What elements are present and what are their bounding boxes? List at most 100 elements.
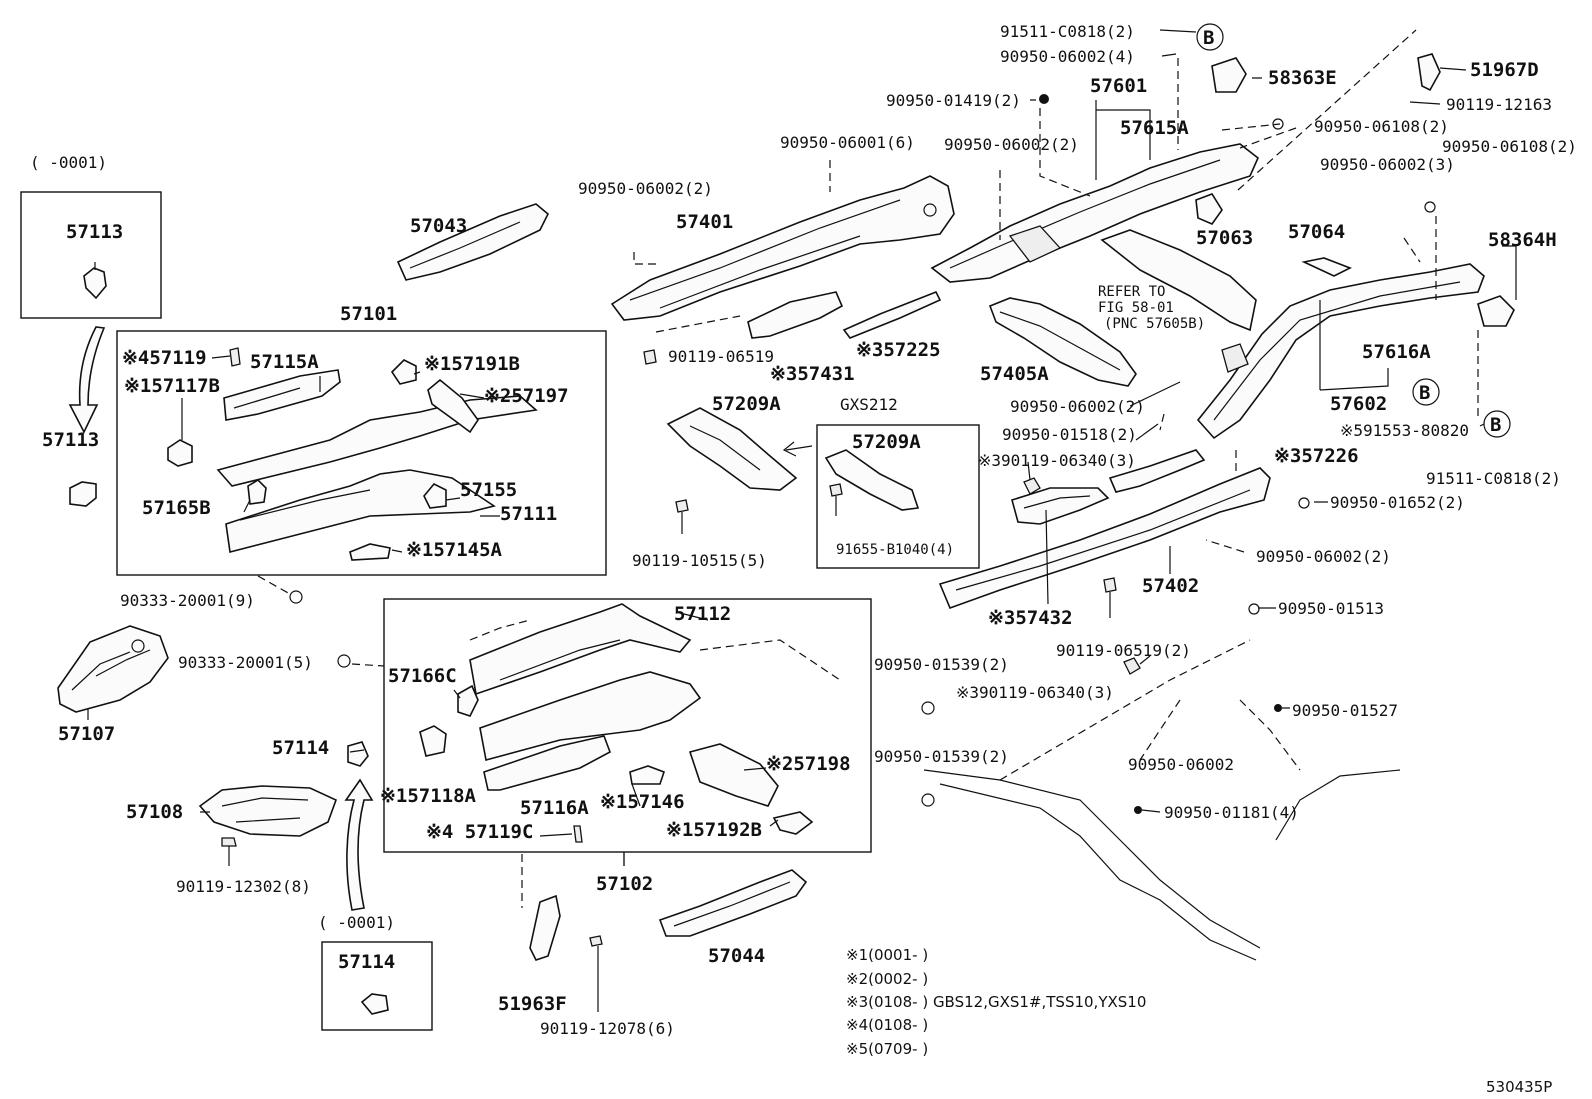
label-57044: 57044 xyxy=(708,945,765,967)
part-57115A-drawing xyxy=(223,369,341,421)
svg-text:B: B xyxy=(1203,27,1214,49)
label-57616A: 57616A xyxy=(1362,341,1431,363)
label-51963F: 51963F xyxy=(498,993,567,1015)
figure-code: 530435P xyxy=(1486,1078,1552,1096)
plug-90950-06108-a-icon xyxy=(1272,118,1284,130)
part-57044-drawing xyxy=(658,869,808,937)
label-90950-01419: 90950-01419(2) xyxy=(886,91,1021,110)
box-57114-inset xyxy=(321,941,433,1031)
callout-b-top: B xyxy=(1196,23,1224,51)
label-90119-06340-a: ※390119-06340(3) xyxy=(978,451,1136,470)
plug-90950-01513-icon xyxy=(1248,603,1260,615)
label-90950-01652: 90950-01652(2) xyxy=(1330,493,1465,512)
label-57601: 57601 xyxy=(1090,75,1147,97)
label-90950-06108-b: 90950-06108(2) xyxy=(1442,137,1577,156)
bolt-90119-06519-icon xyxy=(643,349,657,365)
label-57197: ※257197 xyxy=(484,385,569,407)
label-90333-20001-b: 90333-20001(5) xyxy=(178,653,313,672)
part-57198-drawing xyxy=(688,743,779,807)
bolt-90119-12302-icon xyxy=(221,837,237,866)
part-57155-drawing xyxy=(423,483,447,509)
part-57402-drawing xyxy=(938,467,1271,610)
label-leaders xyxy=(87,29,1517,866)
part-57117B-drawing xyxy=(167,439,193,467)
leader-group-57102-a xyxy=(469,619,841,681)
label-90950-06002: 90950-06002 xyxy=(1128,755,1234,774)
box-gxs212 xyxy=(816,424,980,569)
bolt-90119-12078-icon xyxy=(589,935,603,1012)
floor-pan-outline-drawing xyxy=(923,639,1401,961)
part-57113-inset-drawing xyxy=(83,262,107,300)
leader-57401-a xyxy=(633,252,741,333)
label-57119C: ※4 57119C xyxy=(426,821,533,843)
label-90119-06519-a: 90119-06519 xyxy=(668,347,774,366)
label-90950-06002-3: 90950-06002(3) xyxy=(1320,155,1455,174)
label-57405A: 57405A xyxy=(980,363,1049,385)
box-57102-group xyxy=(383,598,872,853)
label-90950-06002-4: 90950-06002(4) xyxy=(1000,47,1135,66)
label-57432: ※357432 xyxy=(988,607,1073,629)
label-57113-top: 57113 xyxy=(66,221,123,243)
label-90950-06002-2b: 90950-06002(2) xyxy=(944,135,1079,154)
label-91553-80820: ※591553-80820 xyxy=(1340,421,1469,440)
label-57431: ※357431 xyxy=(770,363,855,385)
label-57602: 57602 xyxy=(1330,393,1387,415)
bolt-90119-06519-b-icon xyxy=(1103,577,1117,618)
note-5: ※5(0709- ) xyxy=(846,1040,928,1058)
bolt-91655-B1040-icon xyxy=(829,483,843,516)
part-57118A-drawing xyxy=(419,725,447,757)
label-57101: 57101 xyxy=(340,303,397,325)
part-57119C-drawing xyxy=(573,825,583,843)
label-90950-01513: 90950-01513 xyxy=(1278,599,1384,618)
label-57166C: 57166C xyxy=(388,665,457,687)
label-57113-bot: 57113 xyxy=(42,429,99,451)
part-57112-drawing xyxy=(469,603,702,761)
part-57146-drawing xyxy=(629,765,666,785)
label-57063: 57063 xyxy=(1196,227,1253,249)
svg-text:B: B xyxy=(1490,414,1501,436)
arrow-gxs212-icon xyxy=(782,441,813,457)
label-57064: 57064 xyxy=(1288,221,1345,243)
label-57209A: 57209A xyxy=(712,393,781,415)
part-57405A-drawing xyxy=(988,297,1137,387)
plug-90950-01539-b-icon xyxy=(921,793,935,807)
callout-b-right: B xyxy=(1483,410,1511,438)
label-57402: 57402 xyxy=(1142,575,1199,597)
grommet-90333-20001-b-icon xyxy=(337,654,351,668)
part-57209A-drawing xyxy=(666,407,798,491)
note-3: ※3(0108- ) GBS12,GXS1#,TSS10,YXS10 xyxy=(846,993,1146,1011)
part-57119-drawing xyxy=(229,347,241,367)
label-57226: ※357226 xyxy=(1274,445,1359,467)
label-57118A: ※157118A xyxy=(380,785,477,807)
plug-90950-01419-icon xyxy=(1039,94,1049,104)
note-1: ※1(0001- ) xyxy=(846,946,928,964)
label-refer-2: FIG 58-01 xyxy=(1098,300,1174,316)
label-90119-10515: 90119-10515(5) xyxy=(632,551,767,570)
label-57192B: ※157192B xyxy=(666,819,762,841)
box-57113-inset xyxy=(20,191,162,319)
label-57115A: 57115A xyxy=(250,351,319,373)
note-2: ※2(0002- ) xyxy=(846,970,928,988)
label-90333-20001-a: 90333-20001(9) xyxy=(120,591,255,610)
label-57108: 57108 xyxy=(126,801,183,823)
label-91511-C0818-a: 91511-C0818(2) xyxy=(1000,22,1135,41)
arrow-57113-icon xyxy=(68,326,106,434)
label-57191B: ※157191B xyxy=(424,353,520,375)
label-90119-12302: 90119-12302(8) xyxy=(176,877,311,896)
part-57114-inset-drawing xyxy=(360,993,389,1015)
label-57111: 57111 xyxy=(500,503,557,525)
part-57043-drawing xyxy=(396,203,549,281)
label-90119-06519-b: 90119-06519(2) xyxy=(1056,641,1191,660)
label-90950-06002-2a: 90950-06002(2) xyxy=(578,179,713,198)
label-90950-06108-a: 90950-06108(2) xyxy=(1314,117,1449,136)
label-90950-01539-a: 90950-01539(2) xyxy=(874,655,1009,674)
nut-90119-06340-icon xyxy=(1023,477,1141,675)
part-57114-drawing xyxy=(347,741,369,767)
label-57116A: 57116A xyxy=(520,797,589,819)
label-57107: 57107 xyxy=(58,723,115,745)
part-51967D-drawing xyxy=(1417,53,1441,92)
plug-90950-06108-b-icon xyxy=(1424,201,1436,213)
plug-90950-01652-icon xyxy=(1298,497,1310,509)
callout-b-mid: B xyxy=(1412,378,1440,406)
part-57192B-drawing xyxy=(772,811,814,835)
